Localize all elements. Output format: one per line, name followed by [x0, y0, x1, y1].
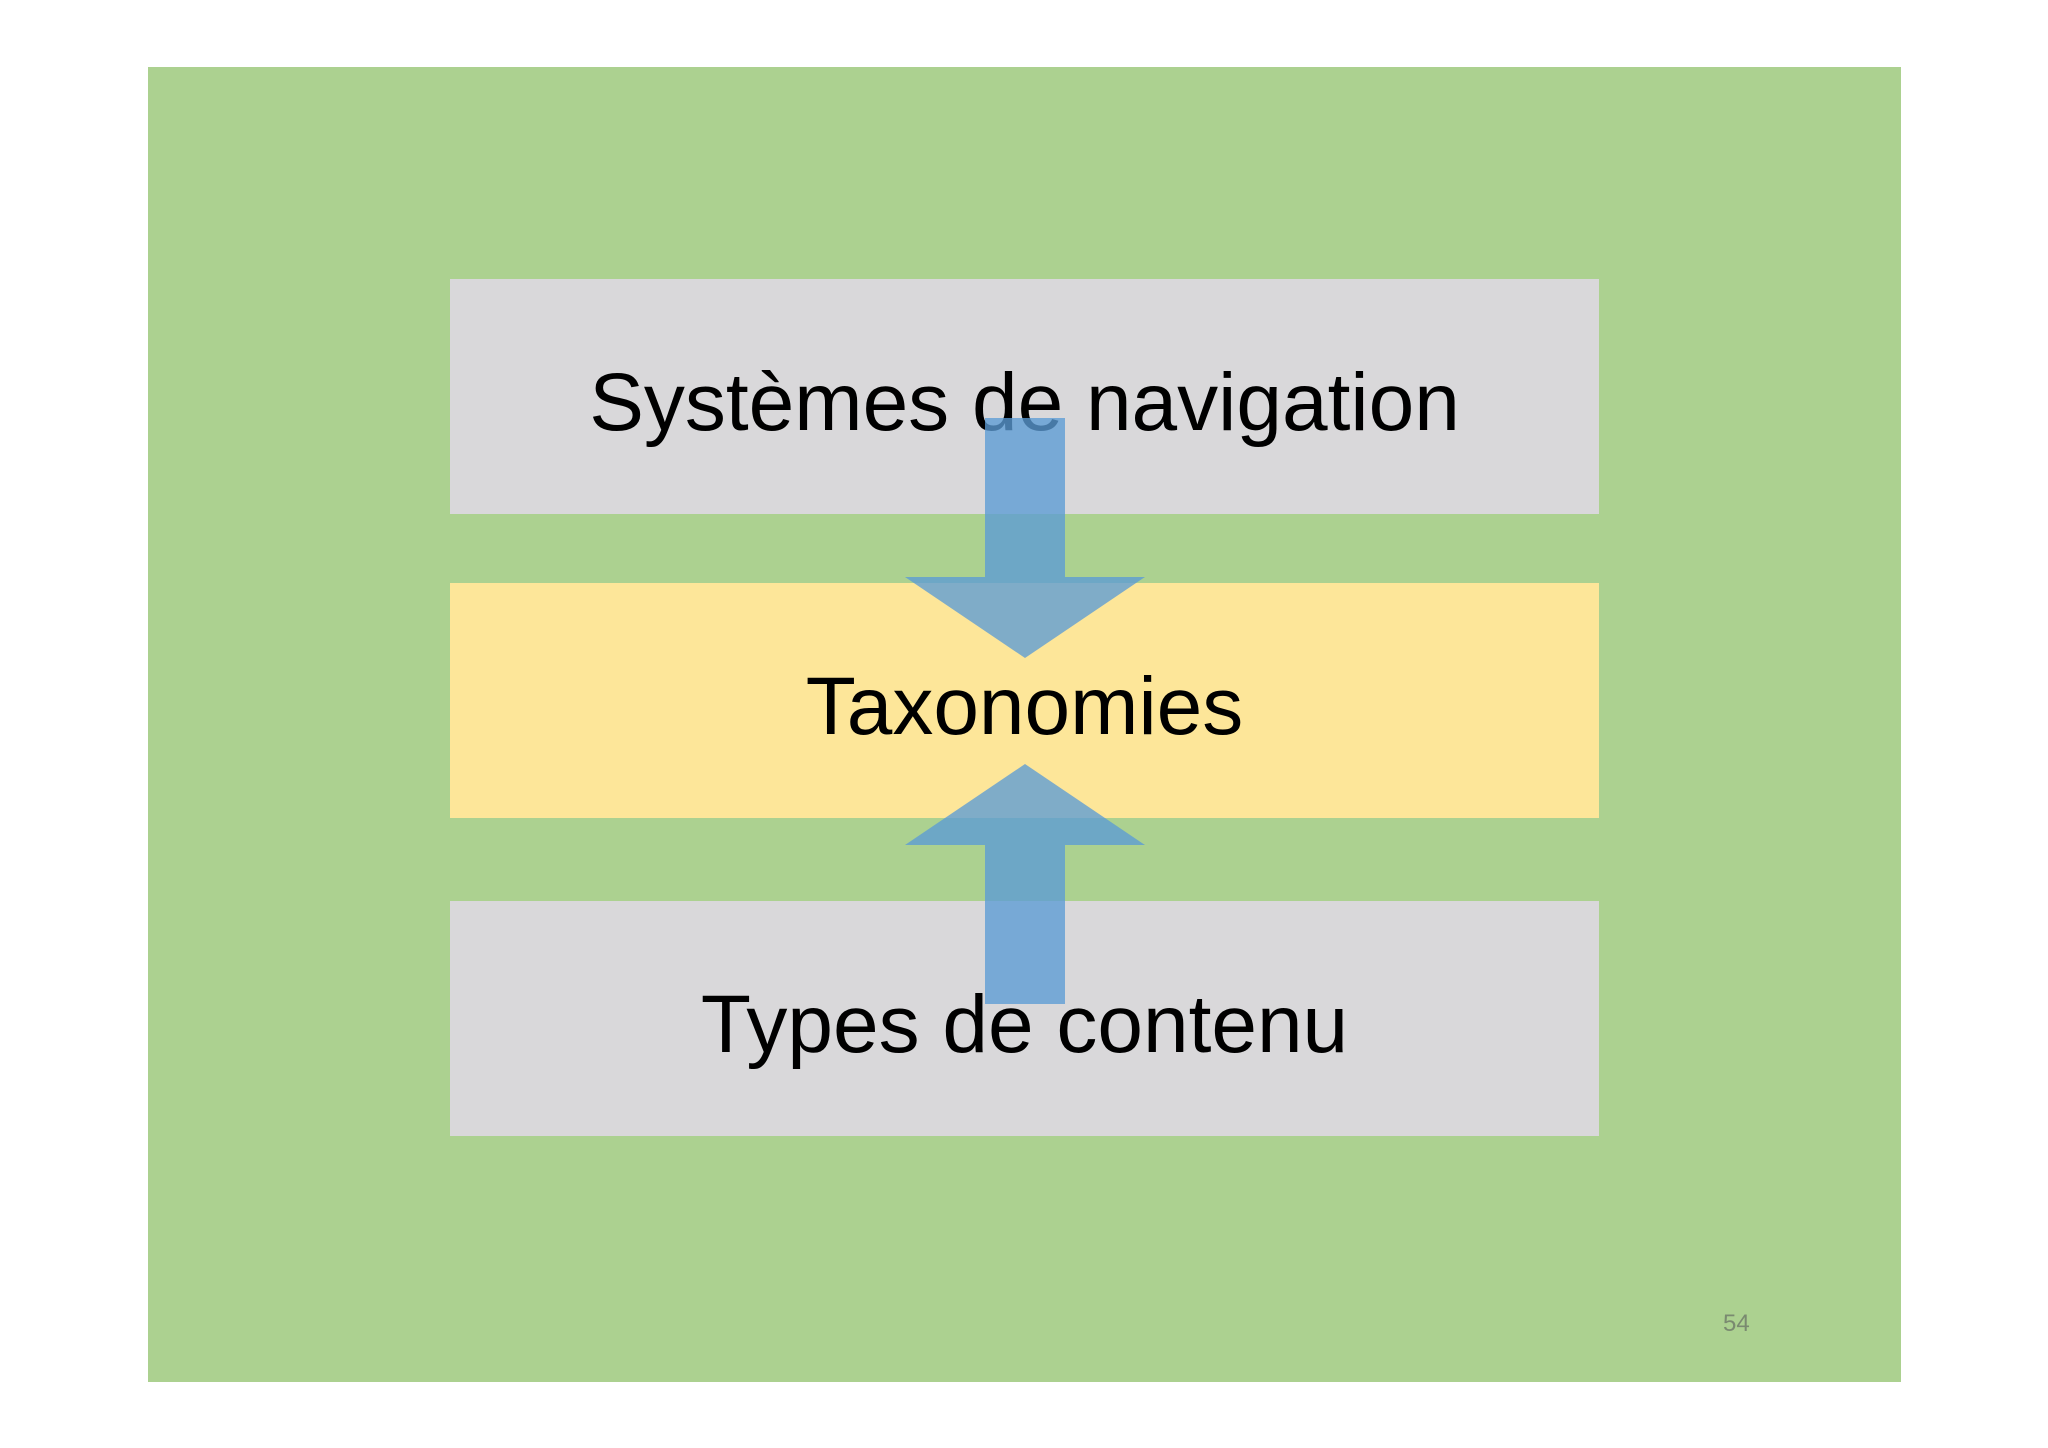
content-types-label: Types de contenu: [700, 978, 1349, 1070]
navigation-systems-label: Systèmes de navigation: [589, 356, 1460, 448]
slide: Systèmes de navigation Taxonomies Types …: [148, 67, 1901, 1382]
taxonomies-box: Taxonomies: [450, 583, 1599, 818]
navigation-systems-box: Systèmes de navigation: [450, 279, 1599, 514]
taxonomies-label: Taxonomies: [805, 660, 1244, 752]
page-number: 54: [1723, 1310, 1750, 1337]
content-types-box: Types de contenu: [450, 901, 1599, 1136]
